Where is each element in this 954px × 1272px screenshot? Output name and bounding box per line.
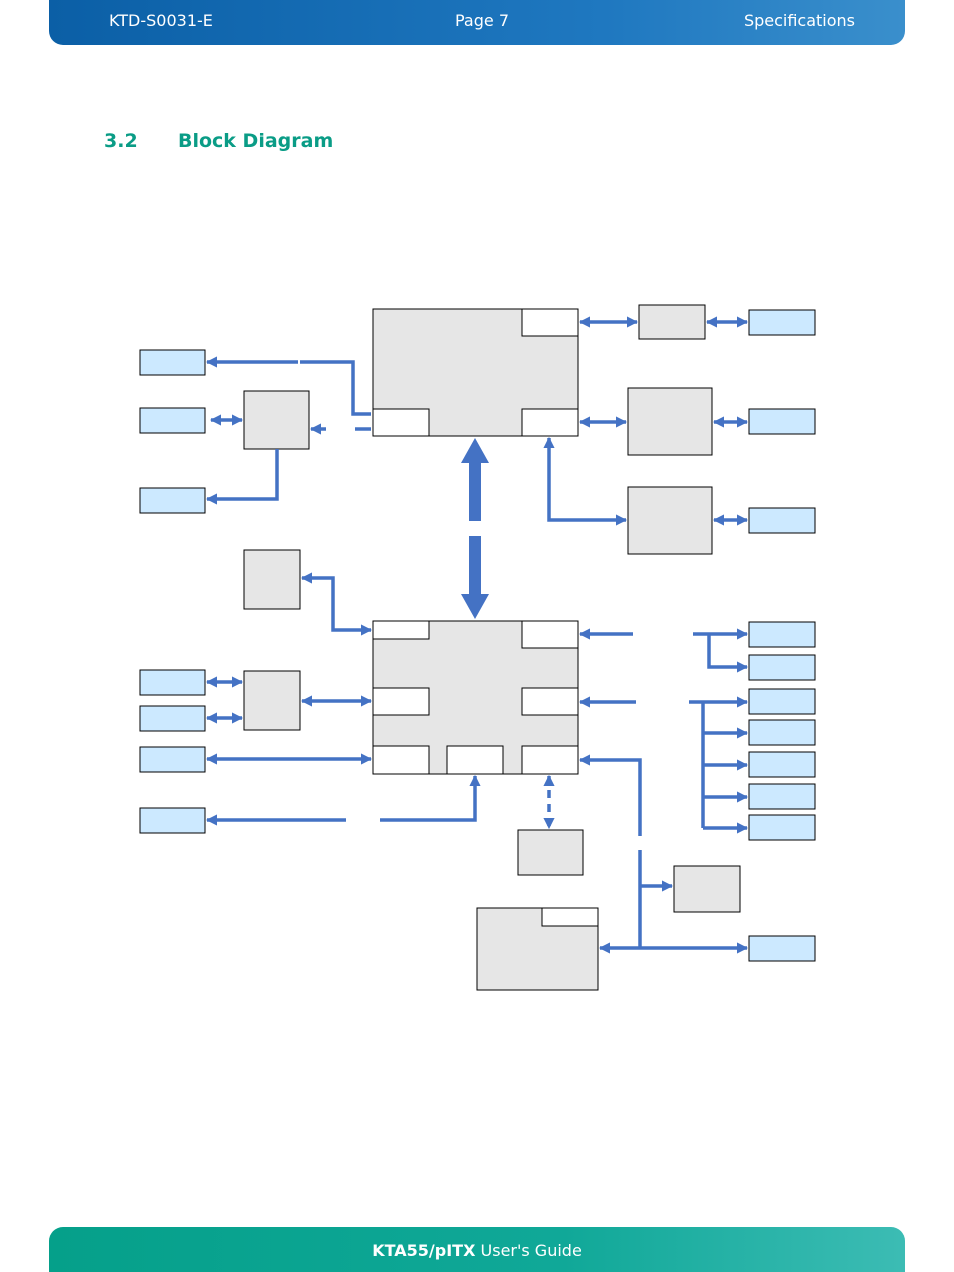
main-bus-arrow [461,438,489,619]
page-header: KTD-S0031-E Page 7 Specifications [49,0,905,45]
page-number: Page 7 [455,11,509,30]
footer-product: KTA55/pITX [372,1241,476,1260]
chipset-block [372,620,579,775]
gray-blocks [243,304,741,991]
section-heading: 3.2 Block Diagram [104,130,333,152]
cpu-block [372,308,579,437]
document-id: KTD-S0031-E [109,11,213,30]
section-number: 3.2 [104,130,138,152]
connector-blocks [139,309,816,962]
footer-guide: User's Guide [480,1241,582,1260]
section-title: Block Diagram [178,130,334,152]
page-footer: KTA55/pITX User's Guide [49,1227,905,1272]
connection-lines [205,316,749,954]
footer-text: KTA55/pITX User's Guide [49,1241,905,1260]
chapter-title: Specifications [743,11,855,30]
